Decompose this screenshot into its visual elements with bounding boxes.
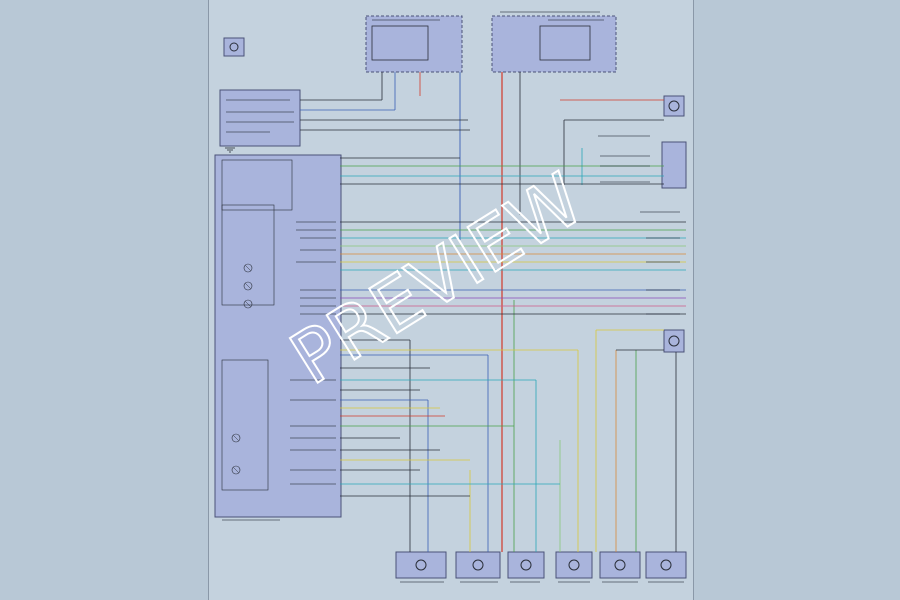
power-window-module: [219, 89, 301, 147]
label-block: [222, 11, 684, 583]
front-power-distribution-box: [491, 15, 617, 73]
switch-panel: [221, 359, 269, 491]
ground-icon: [225, 147, 235, 153]
relay: [371, 25, 429, 61]
lamp-icon: [243, 281, 253, 291]
motor-icon: [395, 551, 447, 579]
power-distribution-box: [365, 15, 463, 73]
motor-icon: [455, 551, 501, 579]
switch-panel: [221, 204, 275, 306]
instrument-cluster: [214, 154, 342, 518]
motor-icon: [663, 95, 685, 117]
motor-icon: [661, 141, 687, 189]
motor-icon: [663, 329, 685, 353]
switch-panel: [221, 159, 293, 211]
motor-icon: [223, 37, 245, 57]
lamp-icon: [243, 299, 253, 309]
lamp-icon: [243, 263, 253, 273]
motor-icon: [645, 551, 687, 579]
motor-icon: [507, 551, 545, 579]
lamp-icon: [231, 433, 241, 443]
motor-icon: [555, 551, 593, 579]
motor-icon: [599, 551, 641, 579]
relay: [539, 25, 591, 61]
lamp-icon: [231, 465, 241, 475]
